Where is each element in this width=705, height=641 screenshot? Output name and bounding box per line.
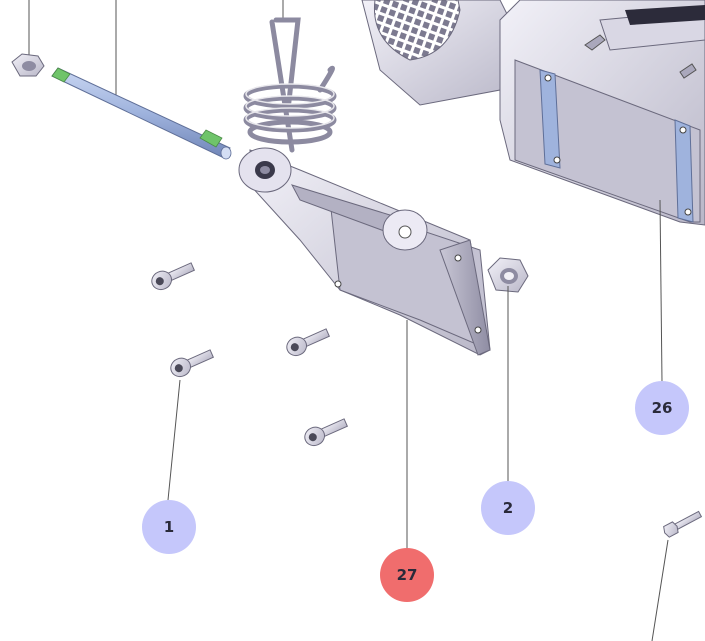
cap-screw-d [304,418,349,447]
hex-nut [487,257,529,293]
cap-screw-a [151,262,196,291]
callout-27[interactable]: 27 [380,548,434,602]
mounting-bracket [238,147,491,356]
motor-housing [361,0,705,226]
leader-lines [167,199,669,641]
torsion-spring-highlight [245,83,335,129]
callout-2[interactable]: 2 [481,481,535,535]
callout-26[interactable]: 26 [635,381,689,435]
screw-bottom-right [663,510,703,538]
callout-27-bubble [380,548,434,602]
callout-1-label: 1 [164,518,174,536]
callout-2-bubble [481,481,535,535]
threaded-rod [51,67,232,160]
callout-2-label: 2 [503,499,513,517]
cap-screw-c [286,328,331,357]
torsion-spring [243,17,337,153]
hex-nut-top-left [11,53,45,77]
cap-screw-b [170,349,215,378]
callout-1[interactable]: 1 [142,500,196,554]
leader-lines-top [28,0,284,98]
callout-1-bubble [142,500,196,554]
callout-26-bubble [635,381,689,435]
callout-26-label: 26 [652,399,673,417]
callout-27-label: 27 [397,566,418,584]
